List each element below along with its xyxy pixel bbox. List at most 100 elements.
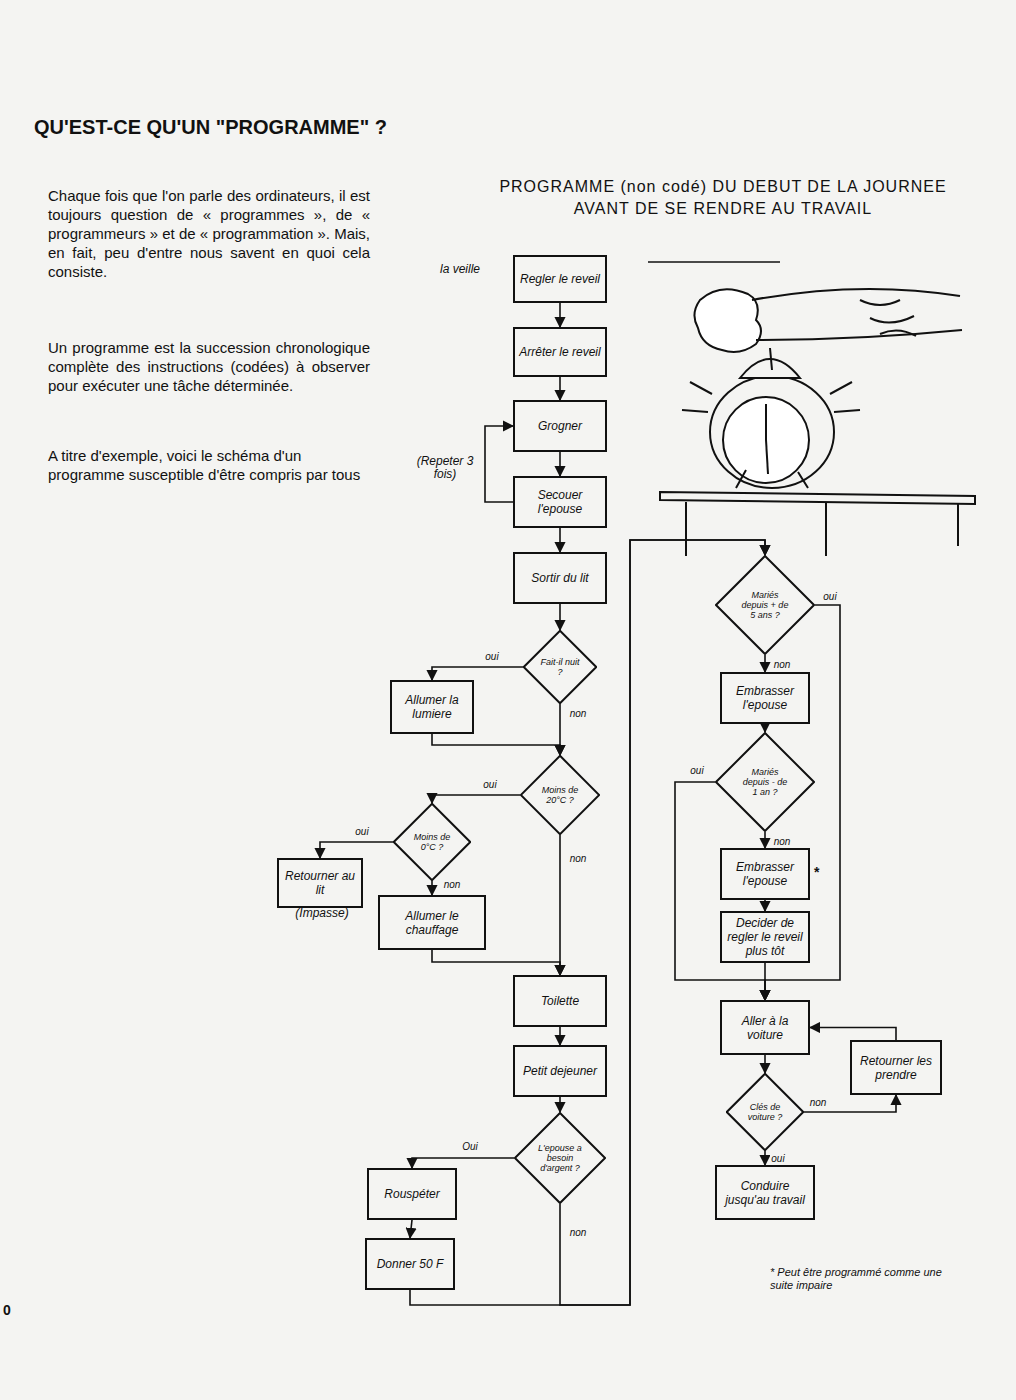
process-box: Toilette bbox=[513, 975, 607, 1027]
process-box: Allumer le chauffage bbox=[378, 895, 486, 950]
flow-connector bbox=[764, 963, 766, 1000]
flow-connector bbox=[559, 604, 561, 630]
decision-diamond: Clés de voiture ? bbox=[726, 1073, 804, 1151]
node-text: Decider de regler le reveil plus tôt bbox=[726, 916, 804, 958]
branch-label: oui bbox=[770, 1153, 785, 1164]
process-box: Retourner les prendre bbox=[850, 1040, 942, 1095]
node-text: Rouspéter bbox=[384, 1187, 439, 1201]
flow-connector bbox=[559, 528, 561, 552]
side-note: (Impasse) bbox=[272, 906, 372, 920]
side-note: la veille bbox=[440, 262, 510, 276]
decision-diamond: Mariés depuis + de 5 ans ? bbox=[715, 555, 815, 655]
process-box: Grogner bbox=[513, 400, 607, 452]
decision-diamond: Moins de 0°C ? bbox=[393, 803, 471, 881]
branch-label: non bbox=[569, 708, 588, 719]
decision-diamond: Moins de 20°C ? bbox=[520, 755, 600, 835]
node-text: Fait-il nuit ? bbox=[540, 657, 580, 677]
decision-diamond: Mariés depuis - de 1 an ? bbox=[715, 732, 815, 832]
flow-connector bbox=[559, 1027, 561, 1045]
node-text: Grogner bbox=[538, 419, 582, 433]
branch-label: oui bbox=[822, 591, 837, 602]
branch-label: non bbox=[569, 853, 588, 864]
process-box: Aller à la voiture bbox=[720, 1000, 810, 1055]
node-text: Donner 50 F bbox=[377, 1257, 444, 1271]
process-box: Rouspéter bbox=[367, 1168, 457, 1220]
node-text: Secouer l'epouse bbox=[519, 488, 601, 516]
flow-connector bbox=[320, 842, 393, 858]
branch-label: oui bbox=[482, 779, 497, 790]
branch-label: Oui bbox=[461, 1141, 479, 1152]
node-text: Aller à la voiture bbox=[726, 1014, 804, 1042]
flow-connector bbox=[559, 835, 561, 975]
flow-connector bbox=[810, 1028, 896, 1041]
body-paragraph: Chaque fois que l'on parle des ordinateu… bbox=[48, 186, 370, 281]
node-text: L'epouse a besoin d'argent ? bbox=[537, 1143, 583, 1173]
node-text: Conduire jusqu'au travail bbox=[721, 1179, 809, 1207]
page-number: 0 bbox=[3, 1302, 23, 1318]
branch-label: oui bbox=[484, 651, 499, 662]
node-text: Moins de 0°C ? bbox=[412, 832, 452, 852]
node-text: Embrasser l'epouse bbox=[726, 684, 804, 712]
title-underline bbox=[648, 261, 780, 263]
node-text: Arrêter le reveil bbox=[519, 345, 600, 359]
node-text: Retourner au lit bbox=[283, 869, 357, 897]
flow-connector bbox=[485, 426, 513, 502]
flow-connector bbox=[432, 734, 560, 755]
node-text: Allumer le chauffage bbox=[384, 909, 480, 937]
body-paragraph: A titre d'exemple, voici le schéma d'un … bbox=[48, 446, 370, 484]
branch-label: oui bbox=[354, 826, 369, 837]
process-box: Conduire jusqu'au travail bbox=[715, 1165, 815, 1220]
node-text: Petit dejeuner bbox=[523, 1064, 597, 1078]
process-box: Petit dejeuner bbox=[513, 1045, 607, 1097]
process-box: Retourner au lit bbox=[277, 858, 363, 908]
body-paragraph: Un programme est la succession chronolog… bbox=[48, 338, 370, 395]
node-text: Clés de voiture ? bbox=[745, 1102, 785, 1122]
branch-label: non bbox=[773, 836, 792, 847]
flow-connector bbox=[412, 1158, 514, 1168]
node-text: Moins de 20°C ? bbox=[537, 785, 583, 805]
process-box: Regler le reveil bbox=[513, 255, 607, 303]
branch-label: non bbox=[809, 1097, 828, 1108]
node-text: Toilette bbox=[541, 994, 579, 1008]
alarm-clock-drawing bbox=[660, 289, 975, 556]
footnote: * Peut être programmé comme une suite im… bbox=[770, 1266, 965, 1292]
process-box: Decider de regler le reveil plus tôt bbox=[720, 911, 810, 963]
flowchart-heading: PROGRAMME (non codé) DU DEBUT DE LA JOUR… bbox=[478, 176, 968, 220]
process-box: Donner 50 F bbox=[365, 1238, 455, 1290]
process-box: Secouer l'epouse bbox=[513, 476, 607, 528]
flow-connector bbox=[432, 950, 560, 975]
flow-connector bbox=[764, 1055, 766, 1073]
flow-connector bbox=[559, 303, 561, 327]
node-text: Allumer la lumiere bbox=[396, 693, 468, 721]
node-text: Regler le reveil bbox=[520, 272, 600, 286]
process-box: Arrêter le reveil bbox=[513, 327, 607, 377]
branch-label: non bbox=[569, 1227, 588, 1238]
flow-connector bbox=[764, 655, 766, 672]
process-box: Sortir du lit bbox=[513, 552, 607, 604]
loop-note: (Repeter 3 fois) bbox=[412, 455, 478, 481]
flow-connector bbox=[559, 377, 561, 400]
node-text: Mariés depuis - de 1 an ? bbox=[740, 767, 790, 797]
node-text: Sortir du lit bbox=[531, 571, 588, 585]
decision-diamond: Fait-il nuit ? bbox=[523, 630, 597, 704]
process-box: Allumer la lumiere bbox=[390, 680, 474, 734]
node-text: Mariés depuis + de 5 ans ? bbox=[740, 590, 790, 620]
node-text: Embrasser l'epouse bbox=[726, 860, 804, 888]
branch-label: non bbox=[443, 879, 462, 890]
page-title: QU'EST-CE QU'UN "PROGRAMME" ? bbox=[34, 116, 387, 139]
flow-connector bbox=[764, 724, 766, 732]
branch-label: oui bbox=[689, 765, 704, 776]
flow-connector bbox=[432, 667, 523, 680]
flow-connector bbox=[764, 1151, 766, 1165]
branch-label: non bbox=[773, 659, 792, 670]
process-box: Embrasser l'epouse bbox=[720, 848, 810, 900]
flow-connector bbox=[764, 900, 766, 911]
flow-connector bbox=[410, 1220, 412, 1238]
flow-connector bbox=[764, 832, 766, 848]
process-box: Embrasser l'epouse bbox=[720, 672, 810, 724]
flow-connector bbox=[559, 452, 561, 476]
decision-diamond: L'epouse a besoin d'argent ? bbox=[514, 1112, 606, 1204]
flow-connector bbox=[804, 1095, 896, 1112]
flow-connector bbox=[431, 881, 433, 895]
asterisk-mark: * bbox=[814, 864, 826, 880]
